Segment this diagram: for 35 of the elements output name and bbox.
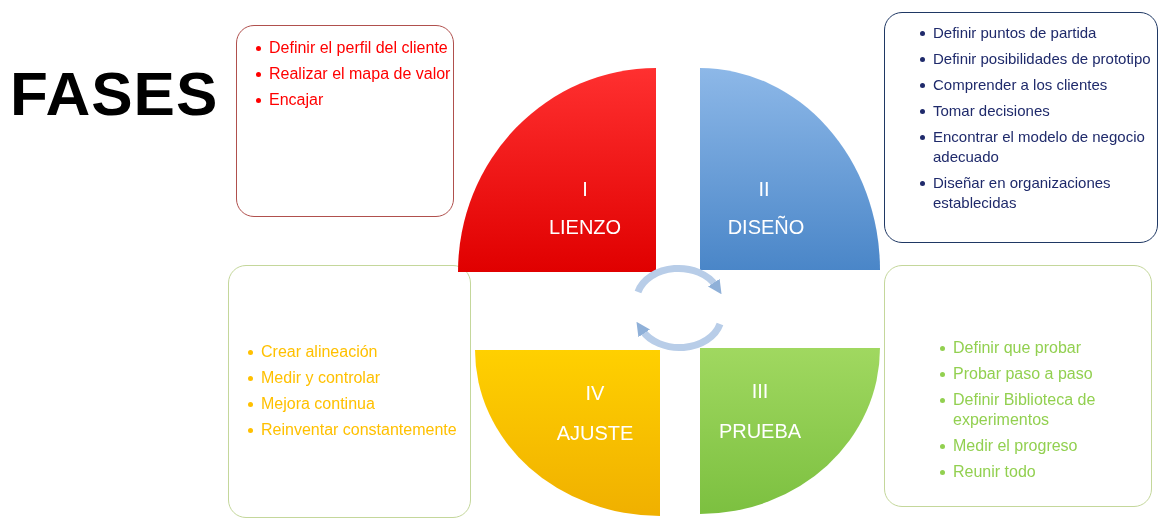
phase-label: AJUSTE xyxy=(556,422,634,445)
phase-label: PRUEBA xyxy=(718,420,802,443)
bullet-item: Encontrar el modelo de negocio adecuado xyxy=(933,128,1145,165)
roman-numeral: IV xyxy=(585,382,605,405)
bullet-list-card xyxy=(884,265,1152,507)
bullet-item: Comprender a los clientes xyxy=(933,76,1108,93)
bullet-item: Crear alineación xyxy=(261,343,378,360)
title: FASES xyxy=(10,58,219,129)
bullet-item: Reinventar constantemente xyxy=(261,421,457,438)
phase-label: LIENZO xyxy=(548,216,622,239)
bullet-list-card xyxy=(236,25,454,217)
bullet-list-card xyxy=(228,265,471,518)
bullet-item: Definir posibilidades de prototipo xyxy=(933,50,1151,67)
bullet-item: Reunir todo xyxy=(953,463,1036,480)
roman-numeral: I xyxy=(582,178,588,201)
roman-numeral: III xyxy=(751,380,769,403)
phase-label: DISEÑO xyxy=(727,216,805,239)
bullet-item: Diseñar en organizaciones establecidas xyxy=(933,174,1111,211)
quadrant-shape xyxy=(700,348,880,514)
bullet-item: Medir y controlar xyxy=(261,369,381,386)
quadrant-shape xyxy=(700,68,880,270)
bullet-item: Tomar decisiones xyxy=(933,102,1050,119)
bullet-item: Probar paso a paso xyxy=(953,365,1093,382)
bullet-item: Encajar xyxy=(269,91,324,108)
bullet-list-card xyxy=(884,12,1158,243)
quadrant-shape xyxy=(475,350,660,516)
bullet-item: Definir el perfil del cliente xyxy=(269,39,448,56)
bullet-item: Realizar el mapa de valor xyxy=(269,65,451,82)
roman-numeral: II xyxy=(758,178,770,201)
bullet-item: Definir puntos de partida xyxy=(933,24,1097,41)
bullet-item: Definir que probar xyxy=(953,339,1082,356)
bullet-item: Definir Biblioteca de experimentos xyxy=(953,391,1096,428)
quadrant-shape xyxy=(458,68,656,272)
bullet-item: Medir el progreso xyxy=(953,437,1078,454)
bullet-item: Mejora continua xyxy=(261,395,375,412)
